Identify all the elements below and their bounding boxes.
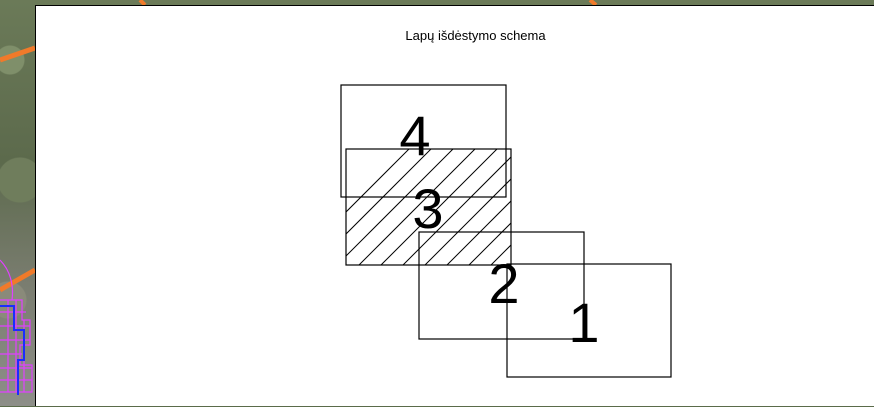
sheet-2-label: 2	[488, 252, 519, 315]
road-line	[588, 0, 598, 7]
road-line	[138, 0, 147, 7]
parcel-boundary	[0, 305, 25, 395]
sheet-3-frame	[345, 148, 512, 266]
road-line	[0, 267, 37, 293]
sheet-4-frame	[340, 84, 507, 198]
road-line	[0, 45, 36, 63]
sheet-3-label: 3	[412, 177, 443, 240]
sheet-1-label: 1	[568, 291, 599, 354]
layout-sheet: Lapų išdėstymo schema 1 2	[35, 5, 874, 406]
sheet-layout-diagram: 1 2 3 4	[340, 84, 672, 378]
sheet-3-hatching	[346, 149, 511, 265]
sheet-1-frame	[506, 263, 672, 378]
scheme-title: Lapų išdėstymo schema	[405, 28, 546, 43]
sheet-4-label: 4	[399, 104, 430, 167]
sheet-2-frame	[418, 231, 585, 340]
